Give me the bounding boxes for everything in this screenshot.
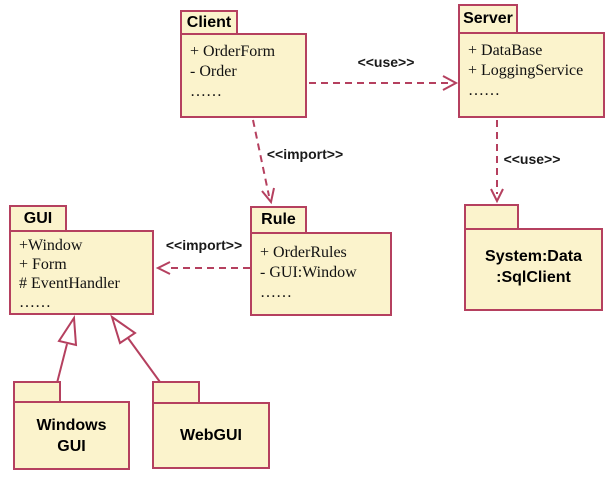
package-member: …… (19, 294, 51, 311)
generalization-line-windowsgui-gui (56, 343, 68, 384)
package-rule-tab: Rule (250, 206, 307, 232)
package-windows-gui-tab (13, 381, 61, 401)
package-gui-tab: GUI (9, 205, 67, 230)
package-webgui-name-text: WebGUI (180, 427, 242, 444)
package-member: # EventHandler (19, 275, 120, 292)
package-rule-members: + OrderRules - GUI:Window …… (252, 234, 390, 303)
stereotype-label-use-server-sqlclient: <<use>> (503, 151, 561, 167)
package-member: …… (260, 284, 292, 301)
package-member: - GUI:Window (260, 264, 357, 281)
package-sqlclient-name: System:Data :SqlClient (464, 228, 603, 306)
package-rule-name: Rule (261, 211, 296, 228)
package-client: + OrderForm - Order …… (180, 33, 307, 118)
package-member: + OrderForm (190, 43, 276, 60)
package-sqlclient-name-line1: System:Data (485, 248, 582, 265)
package-member: + LoggingService (468, 62, 584, 79)
stereotype-label-import-client-rule: <<import>> (266, 146, 344, 162)
package-member: + OrderRules (260, 244, 347, 261)
package-client-name: Client (186, 13, 232, 31)
package-sqlclient-tab (464, 204, 519, 228)
generalization-triangle-windowsgui-gui (57, 314, 78, 347)
arrowhead-server-sqlclient (490, 188, 504, 204)
package-webgui-name: WebGUI (152, 402, 270, 469)
dependency-line-client-rule (252, 119, 270, 197)
package-windows-gui-name-line2: GUI (57, 437, 86, 455)
package-gui-members: +Window + Form # EventHandler …… (11, 232, 152, 312)
stereotype-label-use-client-server: <<use>> (357, 54, 415, 70)
package-gui: +Window + Form # EventHandler …… (9, 230, 154, 315)
arrowhead-rule-gui (155, 261, 171, 275)
package-member: …… (190, 83, 222, 100)
package-server: + DataBase + LoggingService …… (458, 32, 605, 118)
package-server-tab: Server (458, 4, 518, 32)
arrowhead-client-rule (261, 187, 275, 205)
generalization-triangle-webgui-gui (110, 314, 137, 345)
package-member: + DataBase (468, 42, 543, 59)
package-windows-gui-name: Windows GUI (13, 401, 130, 470)
arrowhead-client-server (442, 75, 459, 91)
package-windows-gui-name-line1: Windows (36, 416, 107, 434)
package-rule: + OrderRules - GUI:Window …… (250, 232, 392, 316)
package-client-tab: Client (180, 10, 238, 33)
package-member: + Form (19, 256, 67, 273)
package-server-members: + DataBase + LoggingService …… (460, 34, 603, 101)
package-member: …… (468, 82, 500, 99)
package-member: - Order (190, 63, 237, 80)
package-windows-gui (13, 401, 130, 470)
generalization-line-webgui-gui (127, 337, 161, 383)
package-member: +Window (19, 237, 83, 254)
package-webgui-tab (152, 381, 200, 402)
package-sqlclient (464, 228, 603, 311)
package-webgui (152, 402, 270, 469)
package-gui-name: GUI (23, 209, 53, 227)
package-client-members: + OrderForm - Order …… (182, 35, 305, 102)
package-sqlclient-name-line2: :SqlClient (496, 269, 571, 286)
package-server-name: Server (463, 10, 513, 27)
stereotype-label-import-rule-gui: <<import>> (165, 237, 243, 253)
